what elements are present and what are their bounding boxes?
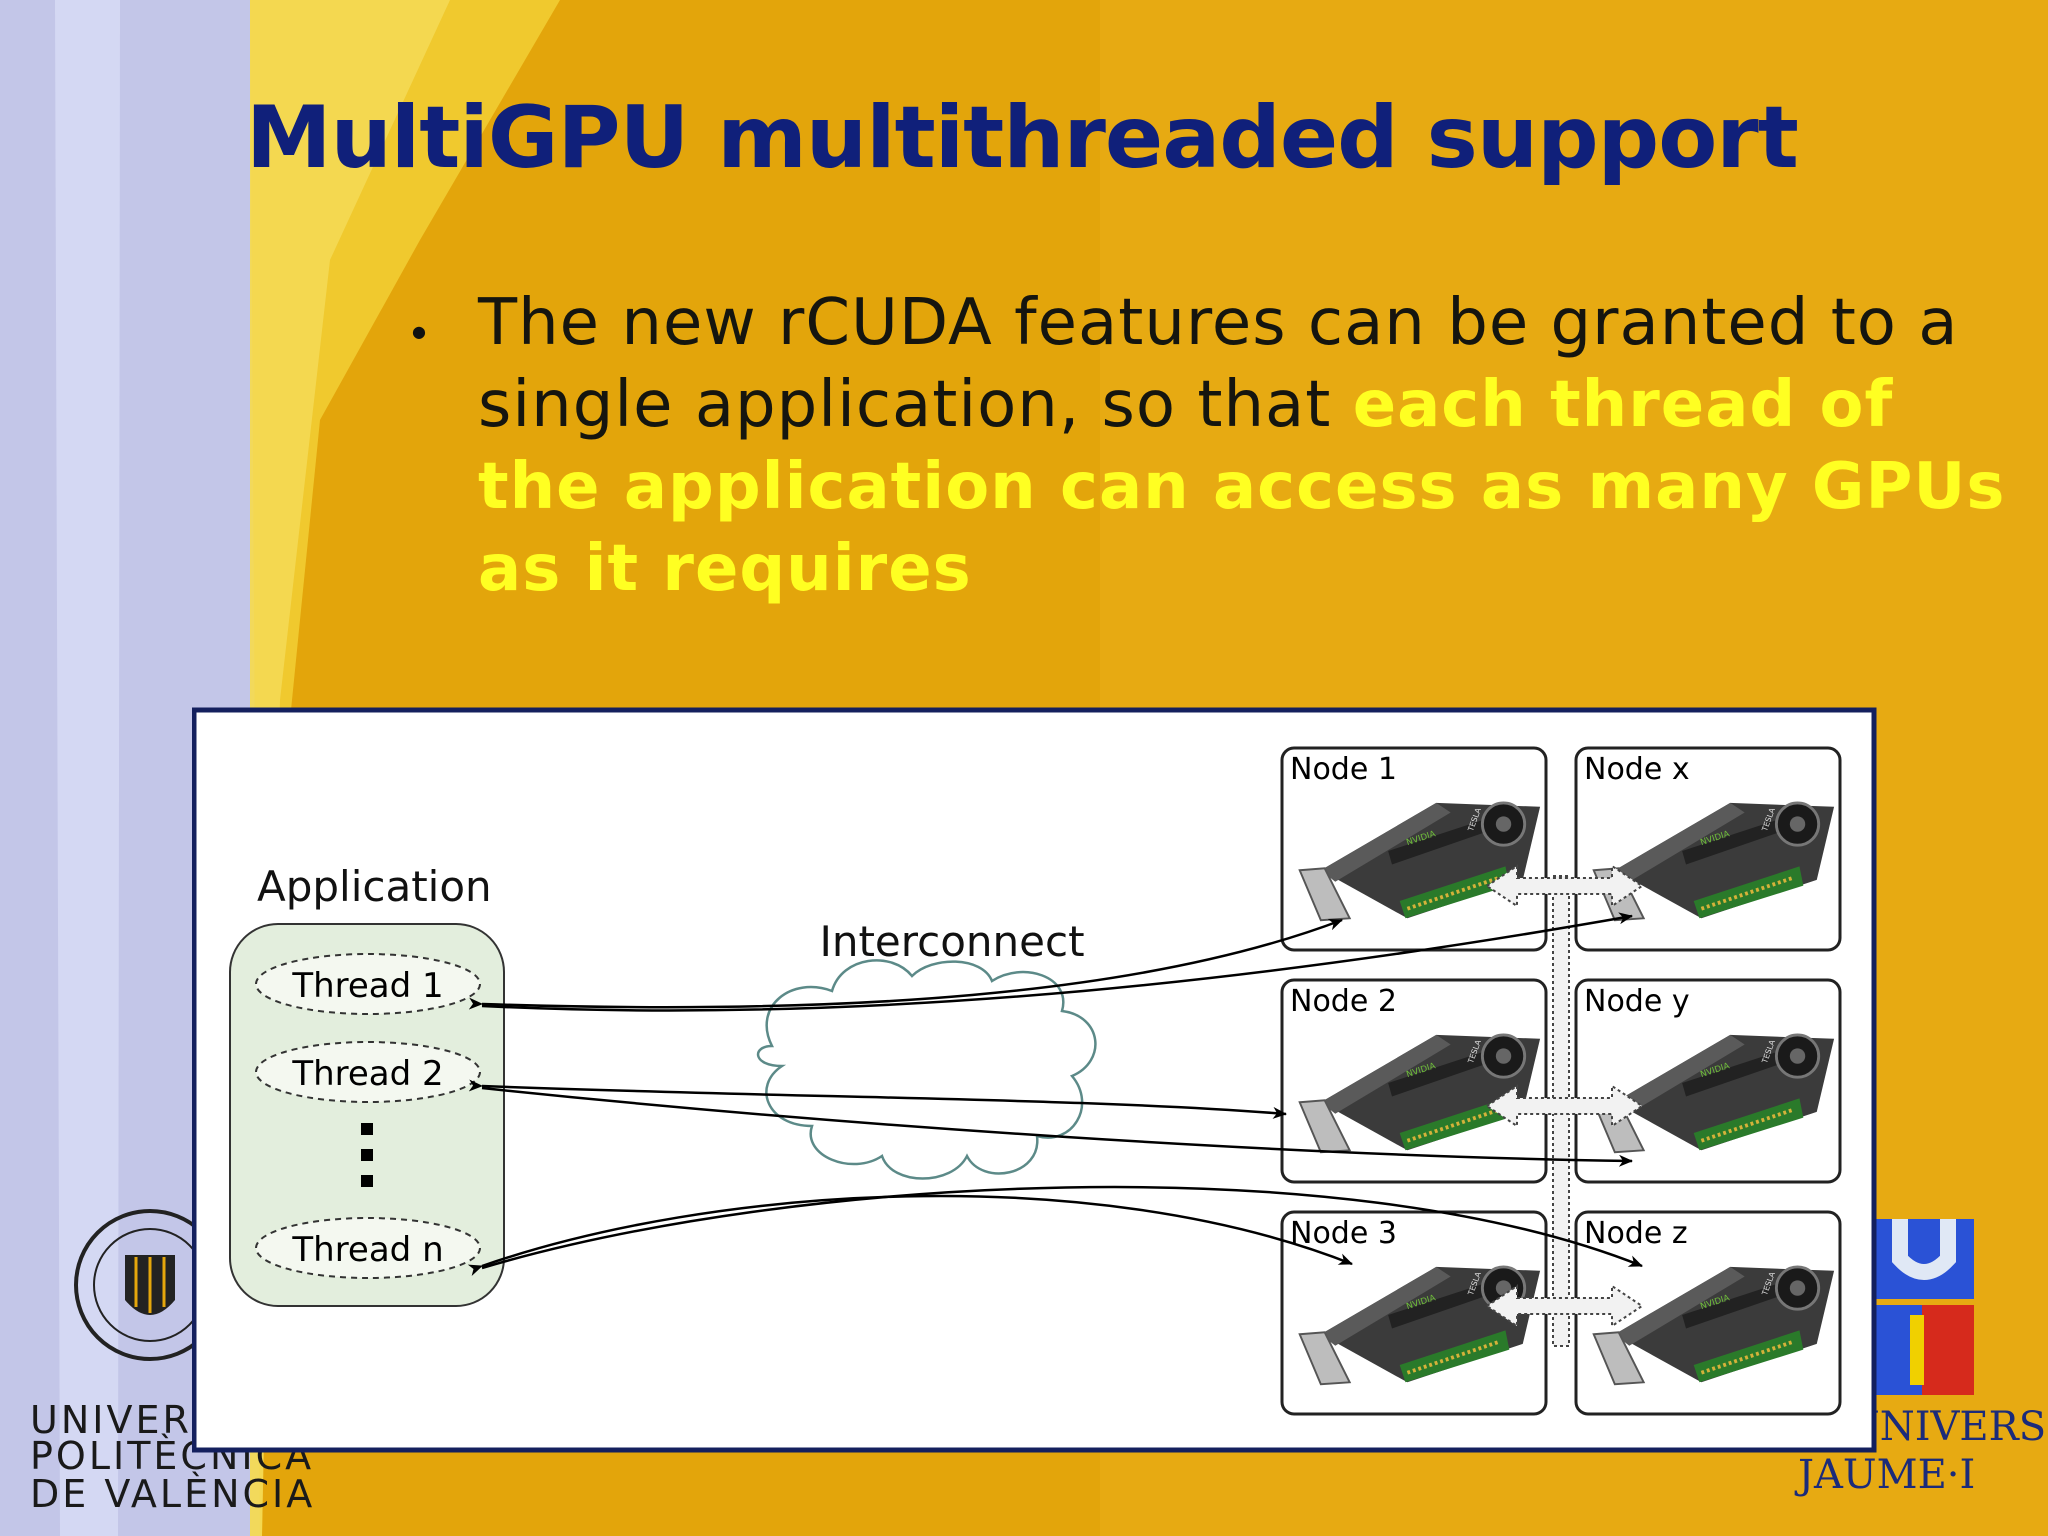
thread-2-ellipse bbox=[255, 1041, 481, 1103]
thread-2-label: Thread 2 bbox=[291, 1054, 443, 1094]
node-z-label: Node z bbox=[1584, 1216, 1688, 1251]
node-x-label: Node x bbox=[1584, 752, 1690, 787]
uji-logo bbox=[1874, 1219, 1974, 1395]
ellipsis-dot-2 bbox=[361, 1149, 373, 1161]
bullet-dot: ● bbox=[412, 322, 426, 341]
uji-logo-line-2: JAUME·I bbox=[1798, 1452, 1976, 1498]
uji-logo-line-1: UNIVERSITAT bbox=[1846, 1404, 2048, 1450]
bullet-text: The new rCUDA features can be granted to… bbox=[478, 282, 2008, 610]
arrow-thread2-nodey bbox=[481, 1086, 1633, 1167]
node-1-label: Node 1 bbox=[1290, 752, 1397, 787]
node-y-box: Node y bbox=[1574, 978, 1842, 1184]
interconnect-label: Interconnect bbox=[819, 917, 1084, 966]
slide-title: MultiGPU multithreaded support bbox=[246, 88, 1799, 188]
node-2-label: Node 2 bbox=[1290, 984, 1397, 1019]
upv-seal-logo bbox=[74, 1209, 200, 1361]
bullet-text-plain: The new rCUDA features can be granted to… bbox=[478, 286, 1959, 442]
node-3-label: Node 3 bbox=[1290, 1216, 1397, 1251]
ellipsis-dot-1 bbox=[361, 1123, 373, 1135]
arrow-thread1-node1 bbox=[468, 918, 1343, 1010]
node-1-box: Node 1 bbox=[1280, 746, 1548, 952]
node-y-label: Node y bbox=[1584, 984, 1690, 1019]
arrow-thread2-node2 bbox=[468, 1079, 1287, 1119]
node-bus bbox=[1485, 864, 1644, 1347]
thread-n-ellipse bbox=[255, 1217, 481, 1279]
multigpu-diagram: NVIDIA TESLA Application Thread 1 Thread… bbox=[192, 707, 1877, 1453]
arrow-threadn-nodez bbox=[481, 1185, 1643, 1270]
thread-connections bbox=[467, 912, 1643, 1276]
bullet-text-highlight: each thread of the application can acces… bbox=[478, 368, 2006, 606]
thread-1-label: Thread 1 bbox=[291, 966, 443, 1006]
arrow-thread1-nodex bbox=[481, 912, 1633, 1012]
node-x-box: Node x bbox=[1574, 746, 1842, 952]
thread-n-label: Thread n bbox=[291, 1230, 443, 1270]
upv-logo-line-3: DE VALÈNCIA bbox=[30, 1472, 316, 1516]
ellipsis-dot-3 bbox=[361, 1175, 373, 1187]
application-label: Application bbox=[257, 862, 492, 911]
